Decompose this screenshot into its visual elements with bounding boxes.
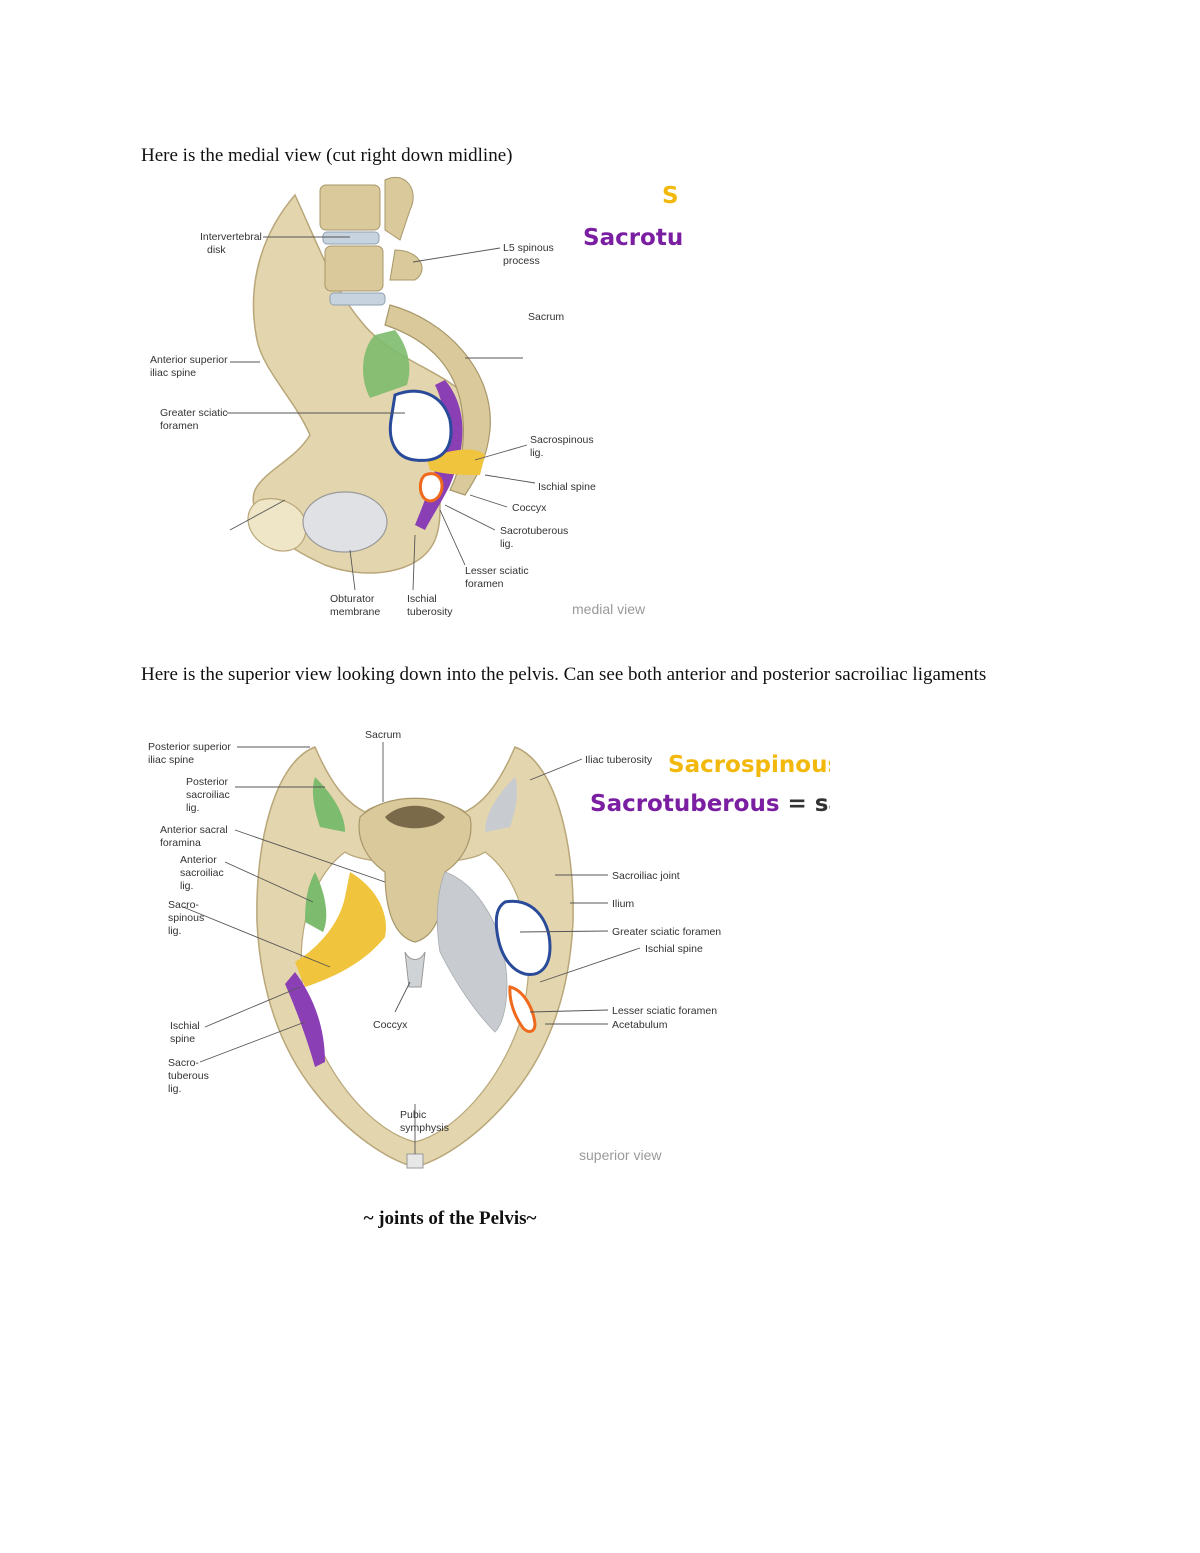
superior-view-intro: Here is the superior view looking down i…	[141, 664, 987, 685]
label-greater-sciatic-foramen: Greater sciatic	[160, 407, 228, 419]
label-greater-sciatic-foramen: Greater sciatic foramen	[612, 926, 721, 938]
label-acetabulum: Acetabulum	[612, 1019, 668, 1031]
posterior-sacroiliac-ligament-right	[485, 777, 518, 832]
pubic-symphysis	[406, 1153, 424, 1169]
label-psis-2: iliac spine	[148, 754, 194, 766]
label-anterior-sacral-foramina-2: foramina	[160, 837, 201, 849]
label-pubic-symphysis: Pubic	[400, 1109, 426, 1121]
label-intervertebral-disk-2: disk	[207, 244, 226, 256]
superior-view-illustration: Sacrum Posterior superior iliac spine Po…	[145, 722, 830, 1172]
label-sacrospinous-2: spinous	[168, 912, 204, 924]
label-iliac-tuberosity: Iliac tuberosity	[585, 754, 653, 766]
label-ischial-spine-right: Ischial spine	[645, 943, 703, 955]
label-anterior-sacral-foramina: Anterior sacral	[160, 824, 228, 836]
overlay-text-bottom: Sacrotu	[583, 225, 683, 251]
svg-text:disk: disk	[207, 244, 226, 256]
label-posterior-si-2: sacroiliac	[186, 789, 230, 801]
label-lesser-sciatic-foramen: Lesser sciatic	[465, 565, 529, 577]
medial-view-illustration: Intervertebral disk L5 spinous process S…	[145, 170, 685, 625]
overlay-text-bottom-a: Sacrotuberous	[590, 791, 780, 817]
section-title: ~ joints of the Pelvis~	[363, 1208, 537, 1229]
medial-view-caption: medial view	[572, 601, 646, 617]
label-sacrotuberous-2: tuberous	[168, 1070, 209, 1082]
coccyx	[404, 951, 426, 988]
label-sacrotuberous: Sacro-	[168, 1057, 199, 1069]
lesser-sciatic-foramen	[418, 472, 444, 503]
svg-text:Intervertebral: Intervertebral	[200, 231, 262, 243]
label-ischial-spine-left-2: spine	[170, 1033, 195, 1045]
superior-view-caption: superior view	[579, 1147, 662, 1163]
label-asis: Anterior superior	[150, 354, 228, 366]
medial-view-figure: Intervertebral disk L5 spinous process S…	[145, 170, 685, 625]
label-ilium: Ilium	[612, 898, 634, 910]
label-lesser-sciatic-foramen: Lesser sciatic foramen	[612, 1005, 717, 1017]
label-pubic-symphysis-2: symphysis	[400, 1122, 449, 1134]
posterior-sacroiliac-ligament-left	[312, 777, 345, 832]
medial-view-intro: Here is the medial view (cut right down …	[141, 145, 513, 166]
anterior-sacroiliac-ligament	[305, 872, 327, 932]
right-ligament-fan	[436, 871, 508, 1033]
label-sacrotuberous: Sacrotuberous	[500, 525, 568, 537]
label-sacrospinous: Sacrospinous	[530, 434, 594, 446]
label-anterior-si-3: lig.	[180, 880, 193, 892]
label-sacroiliac-joint: Sacroiliac joint	[612, 870, 680, 882]
lesser-sciatic-foramen	[508, 985, 537, 1033]
label-posterior-si: Posterior	[186, 776, 229, 788]
sacrum	[384, 304, 491, 496]
label-sacrospinous: Sacro-	[168, 899, 199, 911]
label-sacrotuberous-2: lig.	[500, 538, 513, 550]
label-ischial-tuberosity: Ischial	[407, 593, 437, 605]
label-sacrospinous-2: lig.	[530, 447, 543, 459]
label-intervertebral-disk: Intervertebral	[200, 231, 262, 243]
label-l5-spinous-process: L5 spinous	[503, 242, 554, 254]
label-obturator-membrane-2: membrane	[330, 606, 380, 618]
label-psis: Posterior superior	[148, 741, 231, 753]
label-ischial-tuberosity-2: tuberosity	[407, 606, 453, 618]
label-asis-2: iliac spine	[150, 367, 196, 379]
label-posterior-si-3: lig.	[186, 802, 199, 814]
lumbar-vertebrae	[319, 176, 423, 306]
label-lesser-sciatic-foramen-2: foramen	[465, 578, 504, 590]
overlay-text-bottom: Sacrotuberous = sa	[590, 791, 830, 817]
label-coccyx: Coccyx	[512, 502, 547, 514]
overlay-text-top: S	[662, 183, 679, 209]
obturator-membrane	[302, 491, 388, 553]
overlay-text-top: Sacrospinous	[668, 752, 830, 778]
label-anterior-si-2: sacroiliac	[180, 867, 224, 879]
sacrospinous-ligament	[295, 872, 386, 987]
label-anterior-si: Anterior	[180, 854, 217, 866]
label-sacrum: Sacrum	[365, 729, 401, 741]
label-sacrum: Sacrum	[528, 311, 564, 323]
label-sacrotuberous-3: lig.	[168, 1083, 181, 1095]
sacrotuberous-ligament	[285, 972, 325, 1067]
label-l5-spinous-process-2: process	[503, 255, 540, 267]
greater-sciatic-foramen	[494, 899, 552, 977]
greater-sciatic-foramen	[388, 389, 453, 462]
label-ischial-spine: Ischial spine	[538, 481, 596, 493]
label-greater-sciatic-foramen-2: foramen	[160, 420, 199, 432]
anterior-sacroiliac-ligament	[363, 330, 410, 398]
label-sacrospinous-3: lig.	[168, 925, 181, 937]
label-ischial-spine-left: Ischial	[170, 1020, 200, 1032]
label-obturator-membrane: Obturator	[330, 593, 375, 605]
label-coccyx: Coccyx	[373, 1019, 408, 1031]
superior-view-figure: Sacrum Posterior superior iliac spine Po…	[145, 722, 830, 1172]
overlay-text-bottom-b: = sa	[780, 791, 830, 817]
